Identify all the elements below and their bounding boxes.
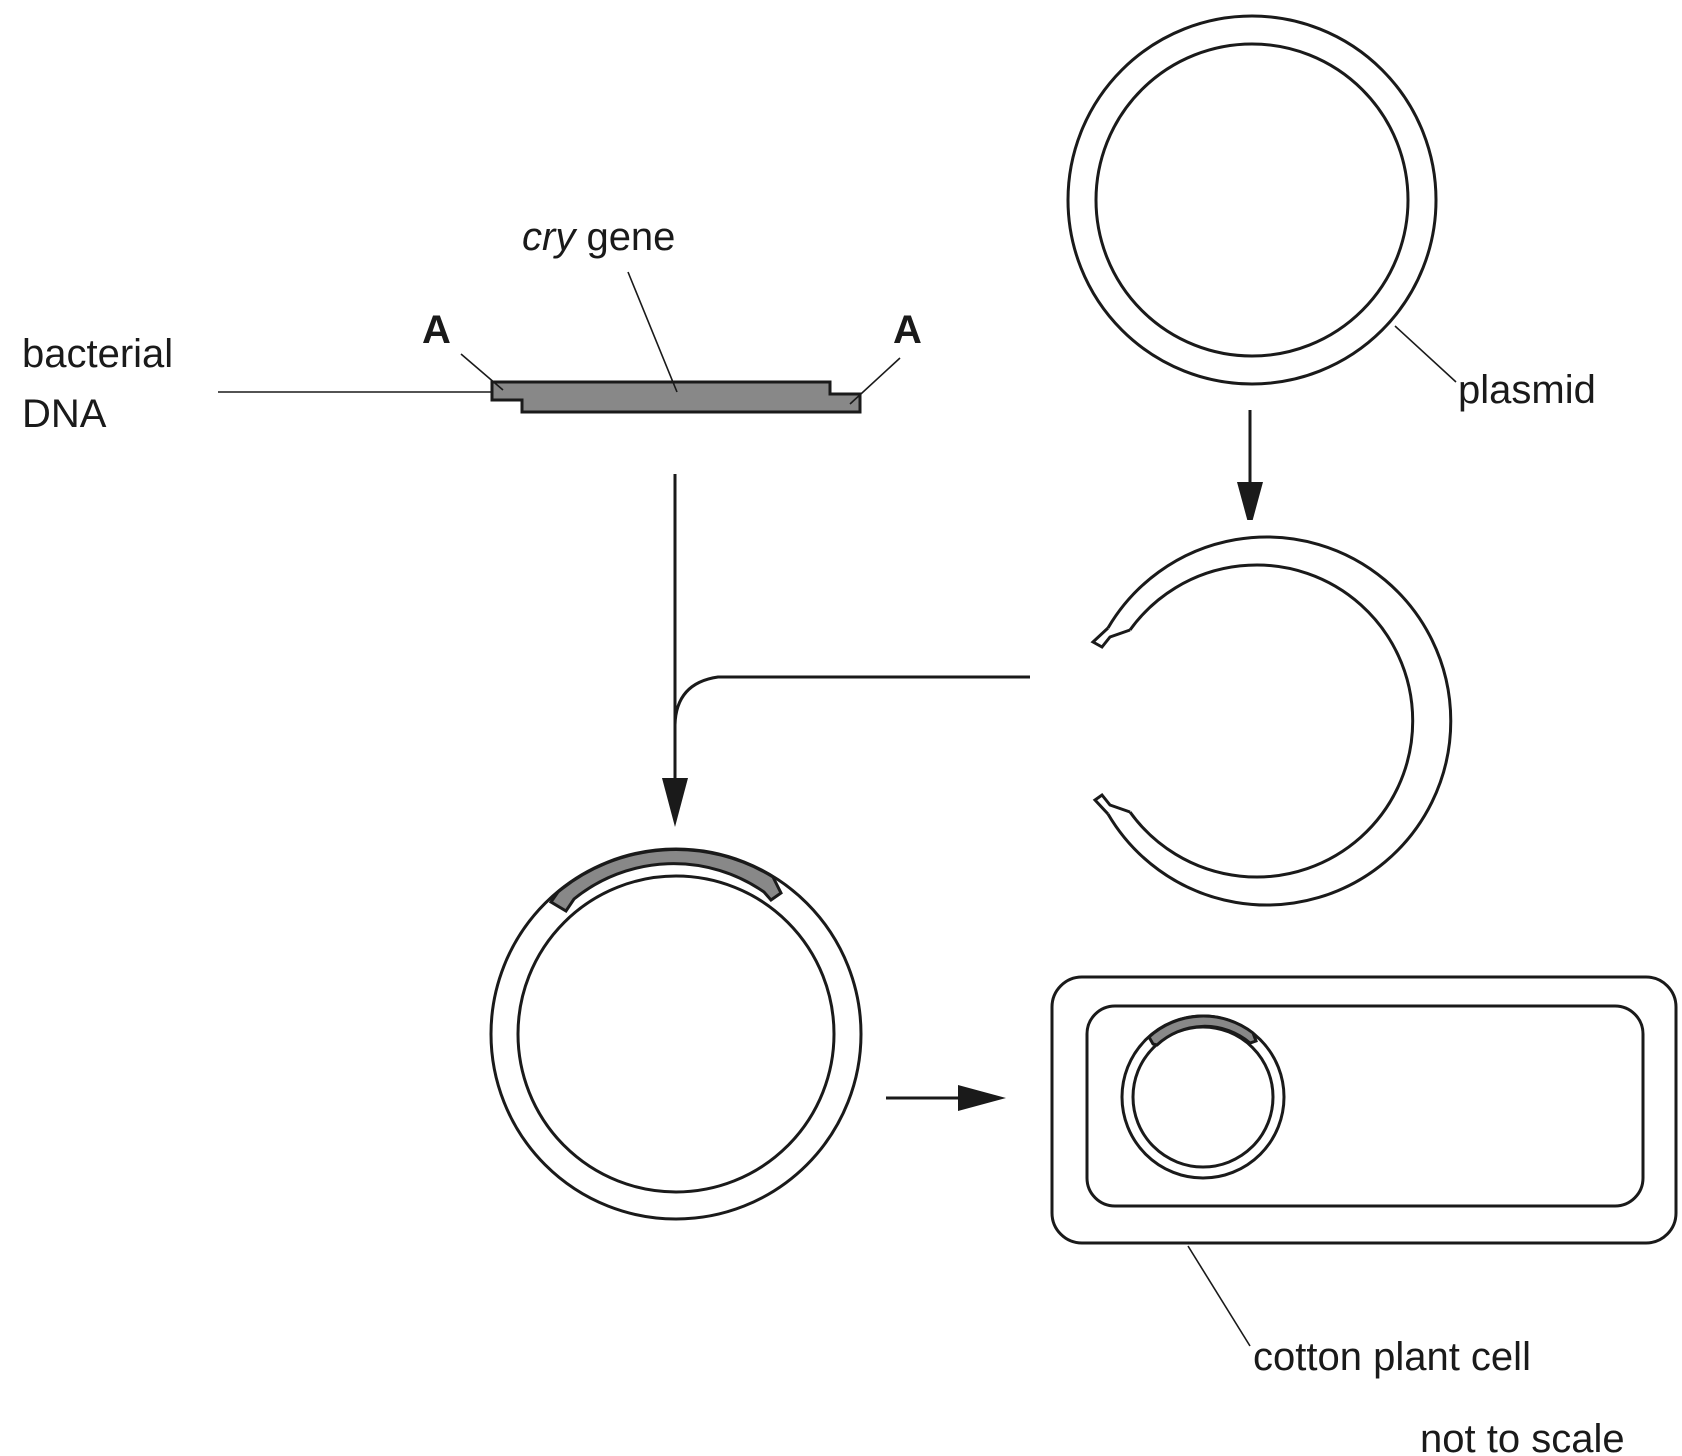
not-to-scale-label: not to scale <box>1420 1417 1625 1456</box>
cry-gene-label-rest: gene <box>575 215 675 259</box>
cry-gene-leader <box>627 271 678 393</box>
cry-gene-label: cry gene <box>522 215 675 259</box>
site-a-left-leader <box>460 353 504 391</box>
site-a-right-label: A <box>893 308 922 352</box>
plasmid-label: plasmid <box>1458 368 1596 412</box>
arrow-recombinant-to-cell <box>886 1085 1006 1111</box>
recombinant-inner-ring <box>516 874 836 1194</box>
inserted-cry-gene <box>548 848 783 914</box>
site-a-left-label: A <box>422 308 451 352</box>
cotton-plant-cell <box>1050 975 1678 1347</box>
cry-gene-fragment <box>490 380 862 414</box>
cell-plasmid-gene <box>1147 1014 1258 1047</box>
cotton-cell-leader <box>1187 1245 1251 1347</box>
recombinant-outer-ring <box>489 847 863 1221</box>
plasmid-inner-ring <box>1094 42 1410 358</box>
plasmid-intact <box>1066 14 1457 386</box>
arrow-gene-to-recombinant <box>662 474 1030 827</box>
bacterial-dna-label-line2: DNA <box>22 392 107 436</box>
arrow-plasmid-to-cut <box>1237 410 1263 530</box>
recombinant-plasmid <box>489 847 863 1221</box>
site-a-right-leader <box>849 357 901 405</box>
plasmid-outer-ring <box>1066 14 1438 386</box>
cry-gene-label-italic: cry <box>522 215 578 259</box>
bacterial-dna-label-line1: bacterial <box>22 332 173 376</box>
plasmid-cut-open-detail <box>1040 520 1460 920</box>
plasmid-leader <box>1394 325 1457 383</box>
cell-membrane <box>1085 1004 1645 1208</box>
cotton-plant-cell-label: cotton plant cell <box>1253 1335 1531 1379</box>
bacterial-dna-strand <box>218 271 901 414</box>
